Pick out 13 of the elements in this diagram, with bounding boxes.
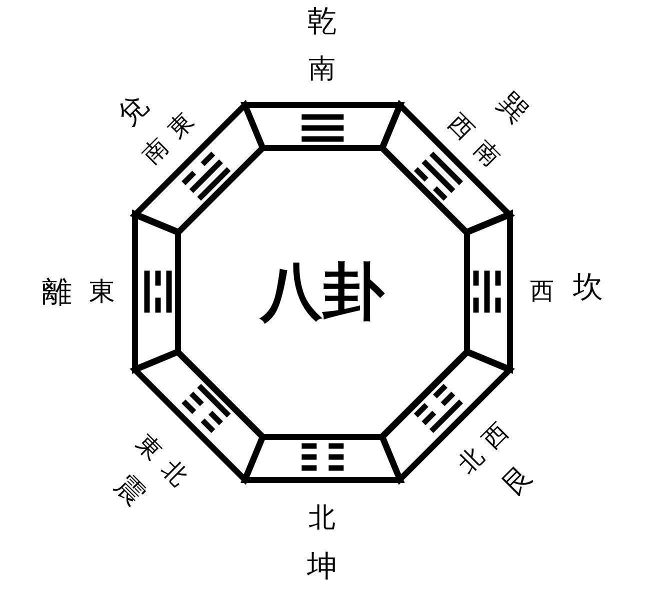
- trigram-name: 坤: [306, 552, 337, 582]
- direction-label: 西: [530, 278, 554, 303]
- trigram-name: 坎: [573, 272, 603, 303]
- trigram-name: 巽: [493, 88, 533, 128]
- trigram-name: 艮: [498, 460, 538, 500]
- trigram-name: 離: [42, 278, 72, 308]
- trigram-name: 乾: [306, 7, 337, 37]
- center-title: 八卦: [260, 261, 384, 323]
- direction-label: 東: [89, 278, 115, 305]
- trigram-name: 兌: [113, 90, 153, 130]
- direction-label: 北: [308, 504, 336, 532]
- trigram-name: 震: [110, 470, 150, 510]
- direction-label: 南: [308, 56, 336, 82]
